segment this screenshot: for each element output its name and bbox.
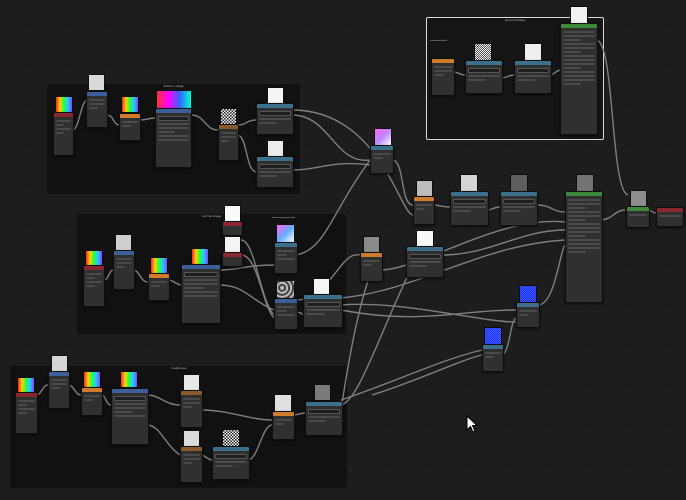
note-label: normal map generated	[272, 217, 296, 219]
link	[599, 209, 626, 221]
node-mix-shader[interactable]	[626, 206, 650, 228]
color-ramp-preview	[55, 96, 73, 113]
node-noise-texture[interactable]	[111, 388, 149, 445]
link	[432, 204, 451, 208]
texture-preview	[524, 43, 542, 61]
gradient-preview	[156, 90, 192, 109]
node-texture-coordinate[interactable]	[83, 265, 105, 307]
node-color-ramp[interactable]	[500, 191, 538, 226]
link	[291, 114, 371, 161]
texture-preview	[224, 236, 241, 253]
frame-label: normal stage	[201, 214, 222, 218]
texture-preview	[276, 224, 295, 243]
node-voronoi[interactable]	[274, 298, 298, 330]
node-vector-math[interactable]	[81, 387, 103, 416]
node-mapping[interactable]	[431, 58, 455, 96]
frame-label: ground stage	[505, 18, 525, 22]
texture-preview	[630, 190, 647, 207]
node-vector-math[interactable]	[148, 273, 170, 301]
node-normal-map[interactable]	[482, 344, 504, 372]
texture-preview	[183, 374, 200, 391]
frame-label: roughness	[170, 366, 187, 370]
texture-preview	[314, 384, 331, 401]
frame-label: texture stage	[163, 84, 184, 88]
texture-preview	[88, 74, 105, 91]
node-principled-bsdf[interactable]	[565, 191, 603, 303]
node-color-ramp[interactable]	[465, 60, 503, 94]
note-label: scaled and offset	[430, 40, 448, 42]
node-math[interactable]	[180, 390, 203, 428]
node-math[interactable]	[222, 221, 243, 236]
texture-preview	[51, 355, 68, 372]
node-principled-bsdf[interactable]	[560, 23, 598, 135]
texture-preview	[313, 278, 330, 295]
node-mix[interactable]	[272, 411, 295, 440]
node-mapping[interactable]	[113, 250, 135, 290]
link	[340, 303, 517, 323]
link	[340, 309, 517, 318]
noise-preview	[220, 108, 237, 125]
texture-preview	[460, 174, 478, 192]
texture-preview	[510, 174, 528, 192]
color-ramp-preview	[121, 96, 139, 113]
node-color-ramp[interactable]	[212, 446, 250, 480]
texture-preview	[276, 280, 295, 299]
texture-preview	[115, 234, 132, 251]
node-vector-math[interactable]	[119, 113, 141, 141]
link	[291, 109, 414, 216]
node-texture-coordinate[interactable]	[53, 112, 74, 156]
texture-preview	[183, 430, 200, 447]
blue-noise-preview	[519, 285, 537, 303]
noise-preview	[222, 429, 240, 447]
node-mapping[interactable]	[48, 371, 70, 409]
mouse-cursor-icon	[466, 415, 478, 433]
texture-preview	[576, 174, 594, 192]
node-bump[interactable]	[370, 145, 394, 174]
noise-preview	[474, 43, 492, 61]
link	[391, 159, 414, 206]
link	[537, 244, 566, 306]
texture-preview	[267, 87, 284, 104]
node-noise-texture[interactable]	[155, 108, 192, 168]
link	[535, 204, 566, 213]
node-texture-coordinate[interactable]	[15, 392, 38, 434]
color-ramp-preview	[83, 371, 101, 388]
node-color-ramp[interactable]	[406, 246, 444, 278]
node-color-ramp[interactable]	[305, 401, 343, 436]
texture-preview	[274, 394, 292, 412]
node-math[interactable]	[222, 252, 243, 267]
node-mix[interactable]	[360, 252, 383, 282]
texture-preview	[416, 180, 433, 197]
texture-preview	[374, 128, 392, 146]
texture-preview	[363, 236, 380, 253]
node-math[interactable]	[218, 124, 239, 161]
texture-preview	[224, 205, 241, 222]
node-noise-texture[interactable]	[181, 264, 221, 324]
color-ramp-preview	[150, 257, 168, 274]
node-color-ramp[interactable]	[450, 191, 489, 226]
link	[291, 162, 371, 171]
texture-preview	[570, 6, 588, 24]
color-ramp-preview	[120, 371, 138, 388]
texture-preview	[267, 140, 284, 157]
node-color-ramp[interactable]	[256, 103, 294, 135]
node-mapping[interactable]	[86, 91, 108, 128]
link	[340, 349, 483, 401]
node-normal-map[interactable]	[516, 302, 540, 328]
node-color-ramp[interactable]	[514, 60, 552, 94]
link	[371, 354, 483, 396]
node-color-ramp[interactable]	[303, 294, 343, 328]
node-mix[interactable]	[413, 196, 435, 225]
gradient-preview	[191, 248, 209, 265]
link	[441, 229, 566, 256]
blue-noise-preview	[484, 327, 502, 345]
node-color-ramp[interactable]	[256, 156, 294, 188]
node-bump[interactable]	[274, 242, 298, 274]
node-material-output[interactable]	[656, 207, 684, 227]
node-math[interactable]	[180, 446, 203, 483]
